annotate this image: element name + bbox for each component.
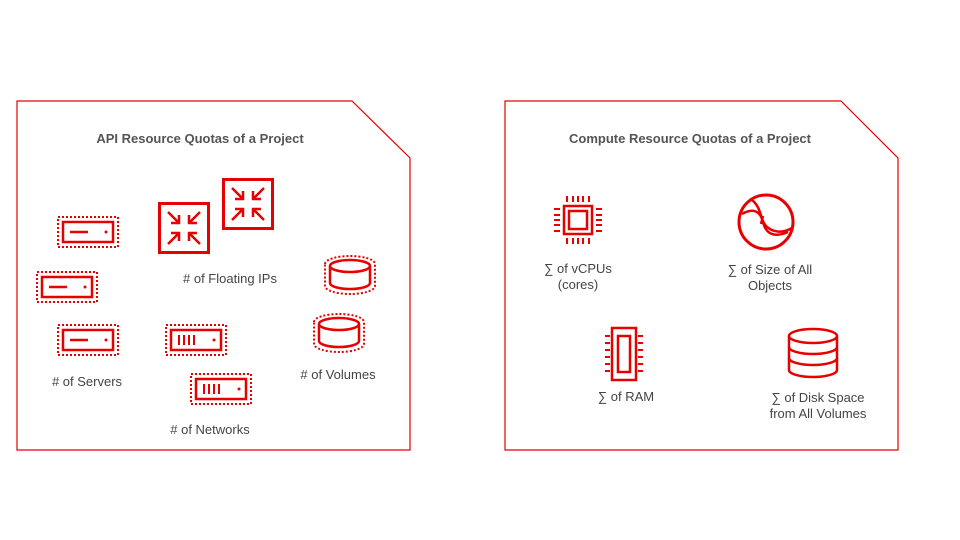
floating-ip-icon <box>222 178 274 230</box>
networks-label: # of Networks <box>170 422 250 437</box>
network-icon <box>190 373 252 405</box>
object-storage-icon <box>737 193 795 251</box>
compute-panel-frame <box>504 100 899 451</box>
servers-label: # of Servers <box>51 374 123 389</box>
objects-label-line2: Objects <box>747 278 793 293</box>
disk-label-line2: from All Volumes <box>769 406 867 421</box>
volume-icon <box>324 255 376 295</box>
network-icon <box>165 324 227 356</box>
vcpus-label-line1: ∑ of vCPUs <box>544 261 612 276</box>
server-icon <box>57 324 119 356</box>
ram-label: ∑ of RAM <box>597 389 655 404</box>
api-panel-frame <box>16 100 411 451</box>
disk-icon <box>787 327 839 379</box>
volumes-label: # of Volumes <box>300 367 376 382</box>
server-icon <box>36 271 98 303</box>
floating-ips-label: # of Floating IPs <box>183 271 277 286</box>
server-icon <box>57 216 119 248</box>
vcpus-label-line2: (cores) <box>557 277 599 292</box>
disk-label-line1: ∑ of Disk Space <box>771 390 865 405</box>
compute-panel-title: Compute Resource Quotas of a Project <box>569 131 811 146</box>
cpu-icon <box>554 196 602 244</box>
ram-icon <box>605 326 643 382</box>
api-panel-title: API Resource Quotas of a Project <box>96 131 304 146</box>
floating-ip-icon <box>158 202 210 254</box>
volume-icon <box>313 313 365 353</box>
objects-label-line1: ∑ of Size of All <box>727 262 813 277</box>
